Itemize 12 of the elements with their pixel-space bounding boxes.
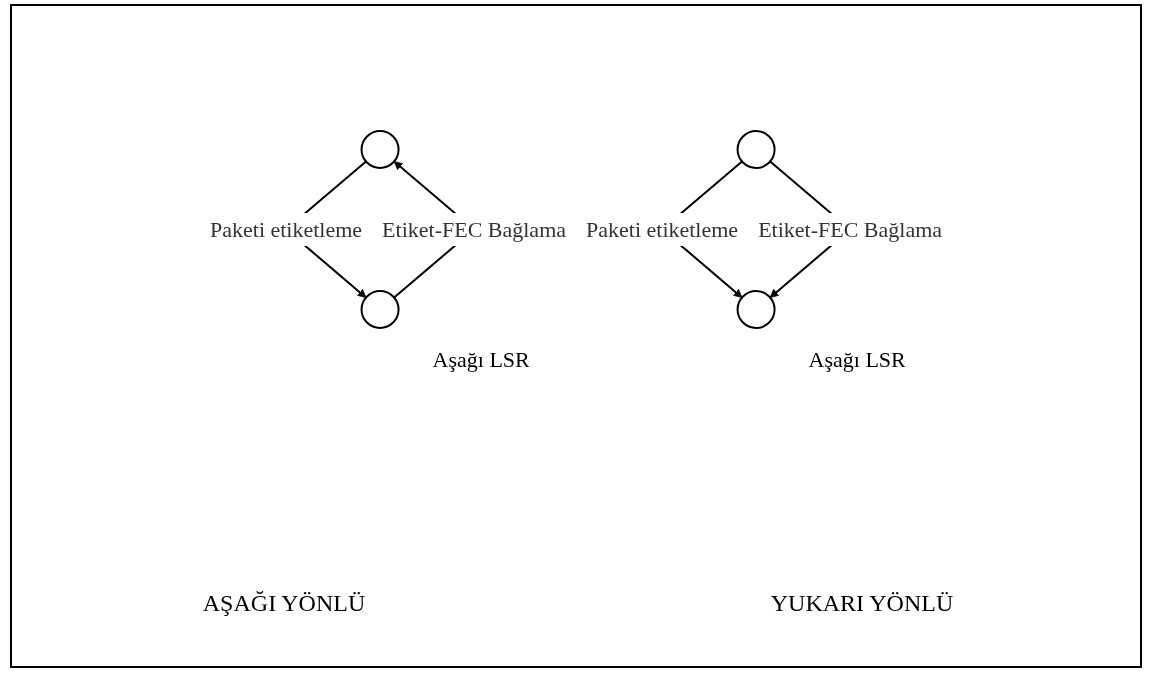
panel-caption: YUKARI YÖNLÜ [770,590,954,617]
edge-label: Etiket-FEC Bağlama [382,216,566,242]
node-label: Aşağı LSR [432,346,530,371]
node-circle [360,289,400,329]
node-circle [736,129,776,169]
edge-label: Paketi etiketleme [586,216,739,242]
edge-label: Paketi etiketleme [209,216,363,242]
panel-caption: AŞAĞI YÖNLÜ [202,590,366,617]
node-circle [360,129,400,169]
node-circle [736,289,776,329]
edge-label: Etiket-FEC Bağlama [758,216,943,242]
node-label: Aşağı LSR [808,346,906,371]
